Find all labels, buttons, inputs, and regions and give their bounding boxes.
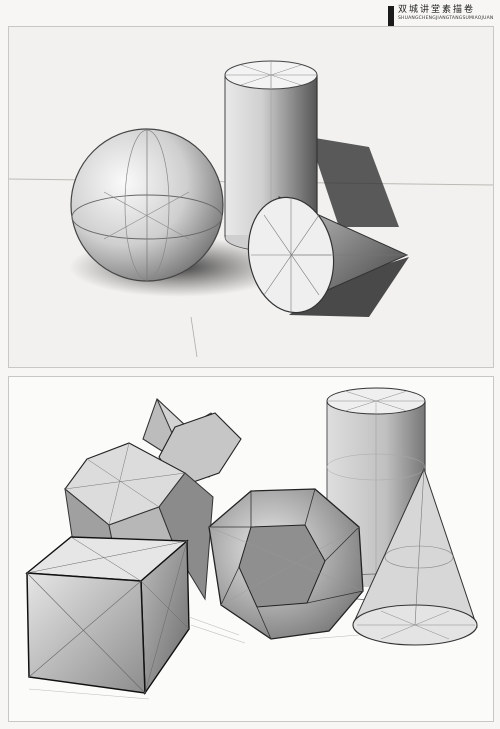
sphere <box>70 128 224 282</box>
ground-shading <box>28 616 360 700</box>
cube <box>25 536 190 696</box>
cone-2 <box>352 467 478 646</box>
header-bar <box>388 6 394 28</box>
sketch-bottom-svg <box>25 387 478 700</box>
header-text: 双城讲堂素描卷 SHUANGCHENGJIANGTANGSUMIAOJUAN <box>398 6 493 22</box>
page-header: 双城讲堂素描卷 SHUANGCHENGJIANGTANGSUMIAOJUAN <box>388 6 496 30</box>
cylinder-shadow <box>309 137 399 227</box>
sketch-top-svg <box>9 60 493 358</box>
prism-cluster <box>64 398 242 601</box>
sketch-panel-top <box>8 26 494 368</box>
polyhedron <box>208 488 364 640</box>
header-title: 双城讲堂素描卷 <box>398 5 476 15</box>
sketch-panel-bottom <box>8 376 494 722</box>
header-subtitle: SHUANGCHENGJIANGTANGSUMIAOJUAN <box>398 16 494 21</box>
cone <box>247 196 409 314</box>
